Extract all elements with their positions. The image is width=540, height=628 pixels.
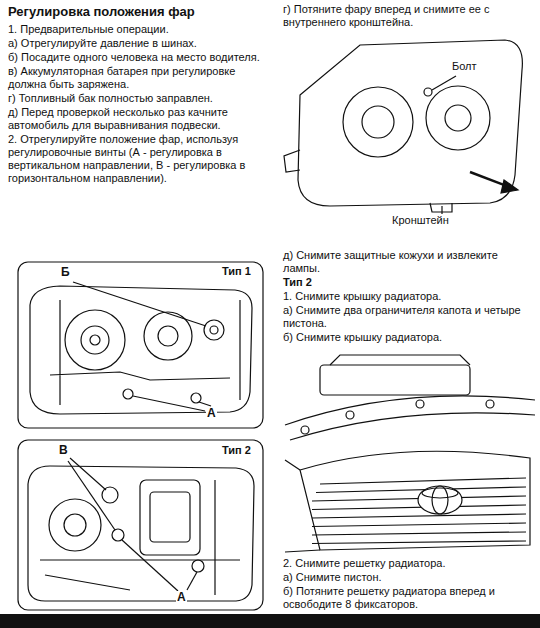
instruction-text: б) Потяните решетку радиатора вперед и о… [283,585,533,611]
grille-bar [312,514,526,518]
instruction-text: 1. Снимите крышку радиатора. [283,290,533,303]
grille-bar [316,487,526,493]
callout-letter: А [176,591,187,604]
part-label: Кронштейн [392,214,449,227]
instruction-text: а) Снимите пистон. [283,571,533,584]
instruction-text: б) Снимите крышку радиатора. [283,331,533,344]
instruction-text: д) Снимите защитные кожухи и извлеките л… [283,249,533,275]
instruction-text: в) Аккумуляторная батарея при регулировк… [8,65,263,91]
instruction-text: а) Отрегулируйте давление в шинах. [8,37,263,50]
instruction-text: б) Посадите одного человека на место вод… [8,51,263,64]
type2-headlight [18,440,263,610]
instruction-text: 2. Отрегулируйте положение фар, использу… [8,133,263,185]
instruction-text: д) Перед проверкой несколько раз качните… [8,106,263,132]
grille-bar [312,505,526,510]
callout-letter: В [58,444,69,457]
callout-letter: А [206,407,217,420]
type-heading: Тип 2 [283,276,533,289]
part-label: Болт [452,60,477,73]
instruction-text: а) Снимите два ограничителя капота и чет… [283,304,533,330]
grille-bar [312,532,526,535]
callout-letter: Б [60,266,71,279]
instruction-text: 1. Предварительные операции. [8,23,263,36]
type-heading: Тип 1 [222,265,251,278]
headlight-removal [284,40,522,214]
grille-bar [320,478,526,484]
type-heading: Тип 2 [222,444,251,457]
radiator-grille [285,355,535,552]
type1-headlight [18,262,263,428]
scan-edge [0,614,540,628]
instruction-text: г) Топливный бак полностью заправлен. [8,92,263,105]
page-title: Регулировка положения фар [8,4,263,20]
instruction-text: г) Потяните фару вперед и снимите ее с в… [283,3,533,29]
grille-bar [312,541,526,544]
instruction-text: 2. Снимите решетку радиатора. [283,557,533,570]
grille-bar [312,523,526,527]
